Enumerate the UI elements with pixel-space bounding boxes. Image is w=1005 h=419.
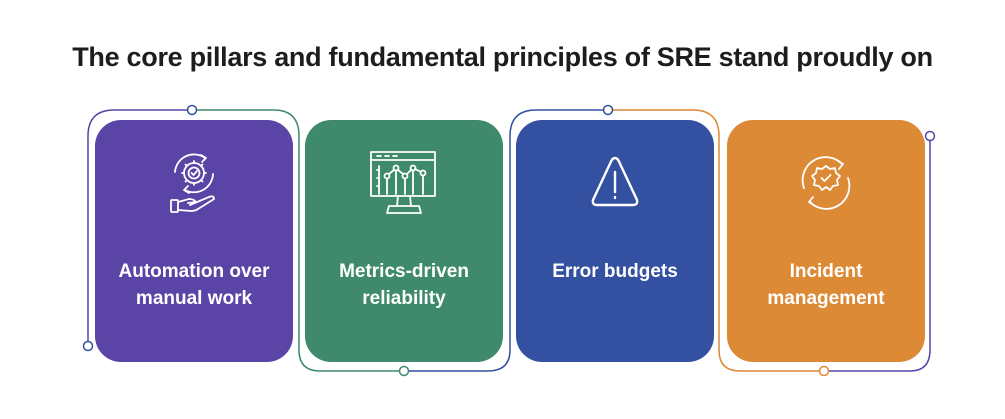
pillar-label: Metrics-driven reliability — [339, 261, 469, 309]
pillar-label: Automation over manual work — [118, 261, 270, 309]
automation-gear-hand-icon — [170, 153, 215, 213]
refresh-badge-check-icon — [801, 156, 851, 210]
pillar-card-error-budgets: Error budgets — [516, 120, 714, 362]
pillar-label: Error budgets — [552, 261, 678, 282]
page-title: The core pillars and fundamental princip… — [72, 42, 933, 72]
pillar-card-metrics: Metrics-driven reliability — [305, 120, 503, 362]
pillar-label: Incident management — [767, 261, 885, 309]
monitor-chart-icon — [370, 151, 436, 214]
warning-triangle-icon — [591, 156, 639, 207]
pillar-card-automation: Automation over manual work — [95, 120, 293, 362]
pillar-card-incident: Incident management — [727, 120, 925, 362]
